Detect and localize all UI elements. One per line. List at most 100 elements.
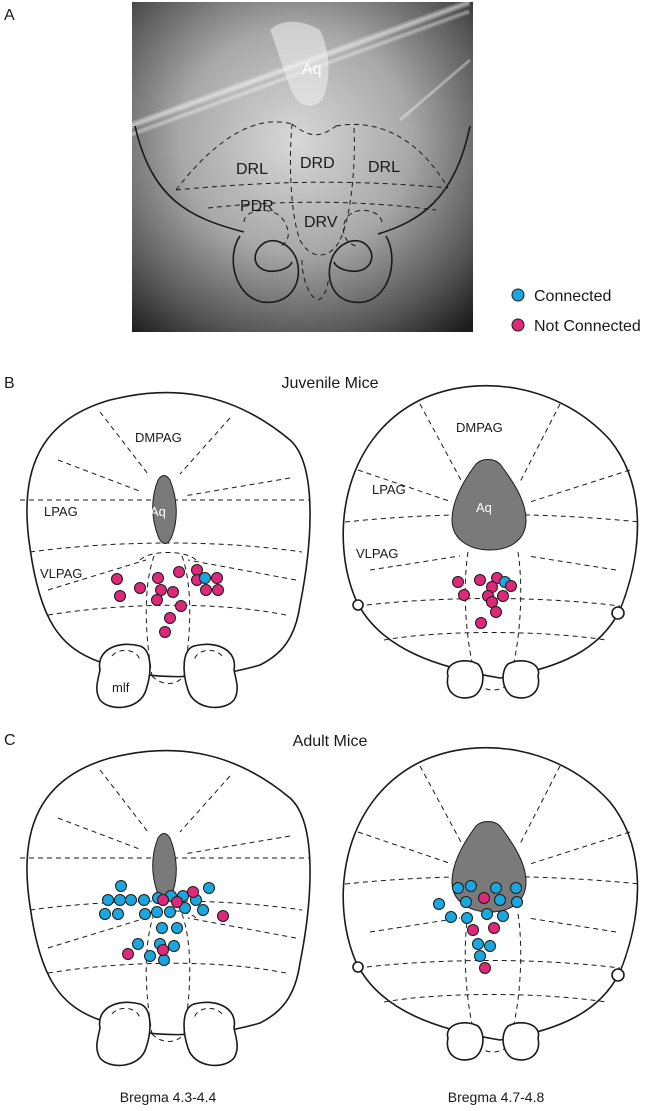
cell-connected [171,922,183,934]
cell-not-connected [173,566,185,578]
panel-letter-c: C [4,732,16,749]
cell-not-connected [155,584,167,596]
cell-connected [156,922,168,934]
cell-not-connected [488,922,500,934]
cell-connected [484,940,496,952]
legend-swatch-not-connected [511,318,525,332]
drl-right-label: DRL [368,159,400,176]
cell-connected [168,940,180,952]
cell-not-connected [187,886,199,898]
aq-label-b-right: Aq [476,500,492,515]
cell-connected [461,912,473,924]
cell-connected [158,954,170,966]
cell-not-connected [114,590,126,602]
panel-letter-a: A [4,7,15,24]
cell-connected [102,894,114,906]
aq-label-b-left: Aq [150,504,166,519]
drv-label: DRV [304,214,338,231]
cell-not-connected [452,576,464,588]
drd-label: DRD [300,155,335,172]
cell-connected [460,896,472,908]
cell-not-connected [157,894,169,906]
cells-juvenile-left [111,564,224,638]
cell-not-connected [200,584,212,596]
legend-swatch-connected [511,288,525,302]
cell-connected [452,882,464,894]
caption-left: Bregma 4.3-4.4 [120,1089,217,1105]
lpag-label-b-left: LPAG [44,504,78,519]
cell-connected [511,896,523,908]
cell-connected [494,894,506,906]
cell-connected [132,938,144,950]
cell-not-connected [497,590,509,602]
cell-not-connected [159,626,171,638]
cell-not-connected [134,582,146,594]
cell-not-connected [475,617,487,629]
cells-juvenile-right [452,572,517,629]
cell-connected [112,908,124,920]
cell-not-connected [175,600,187,612]
legend: Connected Not Connected [511,288,641,335]
vlpag-label-b-left: VLPAG [40,566,82,581]
legend-label-connected: Connected [534,288,611,305]
cell-not-connected [479,962,491,974]
cell-not-connected [211,572,223,584]
cell-connected [474,950,486,962]
juvenile-title: Juvenile Mice [282,375,379,392]
micrograph [129,0,473,332]
section-adult-left [19,749,311,1067]
cell-connected [179,902,191,914]
mlf-label: mlf [112,680,130,695]
cell-connected [138,894,150,906]
cell-not-connected [467,924,479,936]
cell-connected [465,880,477,892]
drl-left-label: DRL [236,161,268,178]
cell-connected [497,910,509,922]
cell-connected [139,908,151,920]
cell-connected [510,882,522,894]
cell-not-connected [122,948,134,960]
nucleus-outline [134,121,471,304]
cell-connected [203,882,215,894]
cell-not-connected [152,572,164,584]
cell-connected [164,906,176,918]
legend-label-not-connected: Not Connected [534,318,641,335]
cell-connected [481,908,493,920]
cell-connected [114,894,126,906]
cell-not-connected [171,896,183,908]
cell-not-connected [474,574,486,586]
cell-not-connected [164,612,176,624]
pdr-label: PDR [240,198,274,215]
vlpag-label-b-right: VLPAG [356,546,398,561]
cell-connected [445,911,457,923]
panel-letter-b: B [4,375,15,392]
cell-not-connected [111,573,123,585]
cell-connected [472,938,484,950]
cell-not-connected [167,586,179,598]
cell-connected [199,572,211,584]
dmpag-label-b-left: DMPAG [135,430,182,445]
aq-label-a: Aq [302,61,322,78]
cells-adult-right [433,880,523,974]
cell-not-connected [505,580,517,592]
cell-connected [197,904,209,916]
dmpag-label-b-right: DMPAG [456,420,503,435]
cell-not-connected [486,596,498,608]
adult-title: Adult Mice [293,733,368,750]
cell-not-connected [212,584,224,596]
cell-connected [490,882,502,894]
caption-right: Bregma 4.7-4.8 [448,1089,545,1105]
cell-connected [151,906,163,918]
cell-connected [433,898,445,910]
cell-not-connected [157,944,169,956]
cell-connected [125,894,137,906]
lpag-label-b-right: LPAG [372,482,406,497]
cell-connected [144,950,156,962]
cell-connected [115,880,127,892]
cells-adult-left [99,880,229,966]
cell-connected [99,908,111,920]
cell-not-connected [490,606,502,618]
cell-not-connected [217,910,229,922]
section-adult-right [342,746,641,1061]
